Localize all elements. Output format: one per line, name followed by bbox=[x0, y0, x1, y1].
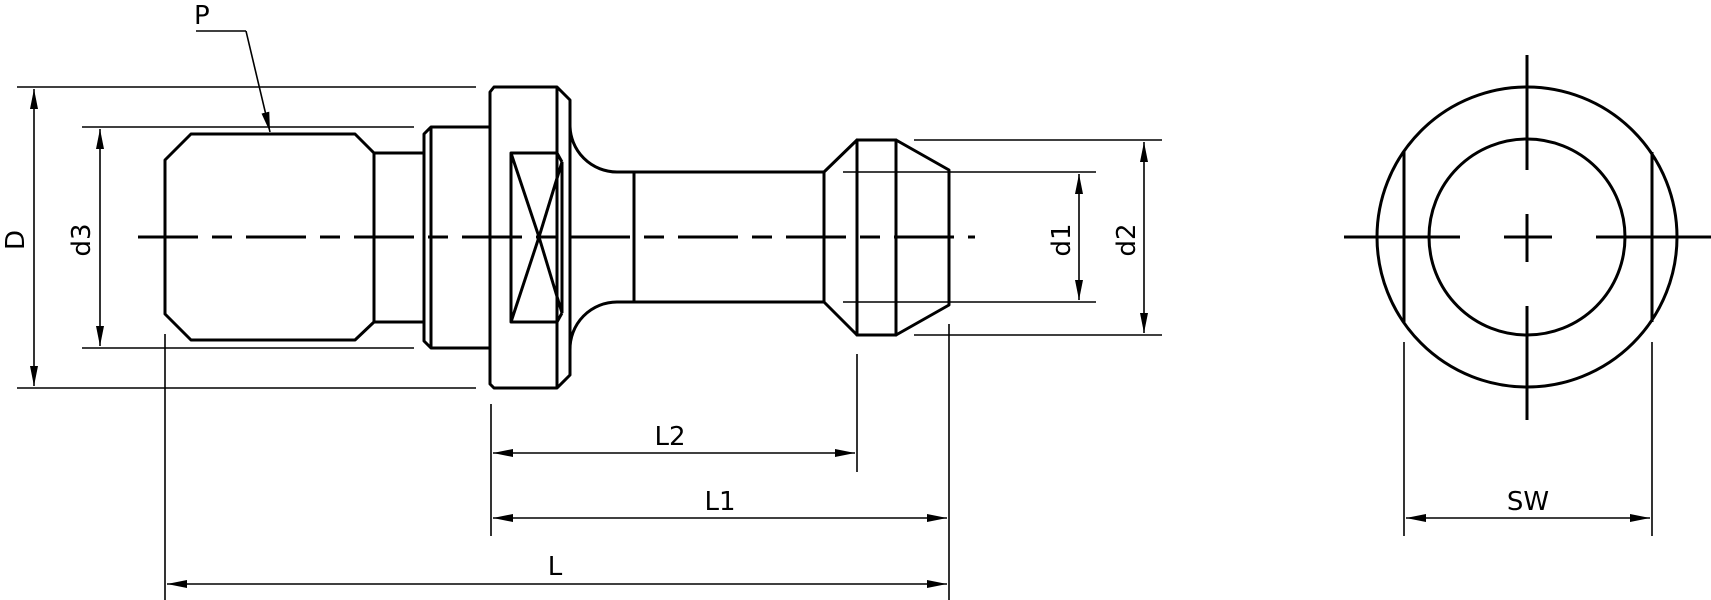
label-P: P bbox=[194, 1, 210, 31]
pull-stud-end-view: SW bbox=[1344, 55, 1711, 536]
head-cone bbox=[894, 138, 951, 337]
fillet-bottom bbox=[568, 300, 634, 351]
leader-P bbox=[245, 30, 271, 133]
label-L1: L1 bbox=[704, 487, 735, 517]
label-D: D bbox=[1, 230, 31, 250]
dimensions: D d3 d1 d2 P L2 L1 L bbox=[1, 1, 1162, 600]
label-L: L bbox=[548, 552, 563, 582]
label-d1: d1 bbox=[1047, 223, 1077, 256]
pull-stud-side-view bbox=[138, 85, 975, 390]
label-d3: d3 bbox=[67, 223, 97, 256]
label-L2: L2 bbox=[654, 422, 685, 452]
label-SW: SW bbox=[1507, 487, 1549, 517]
label-d2: d2 bbox=[1112, 223, 1142, 256]
flange bbox=[488, 85, 572, 390]
fillet-top bbox=[568, 124, 634, 174]
